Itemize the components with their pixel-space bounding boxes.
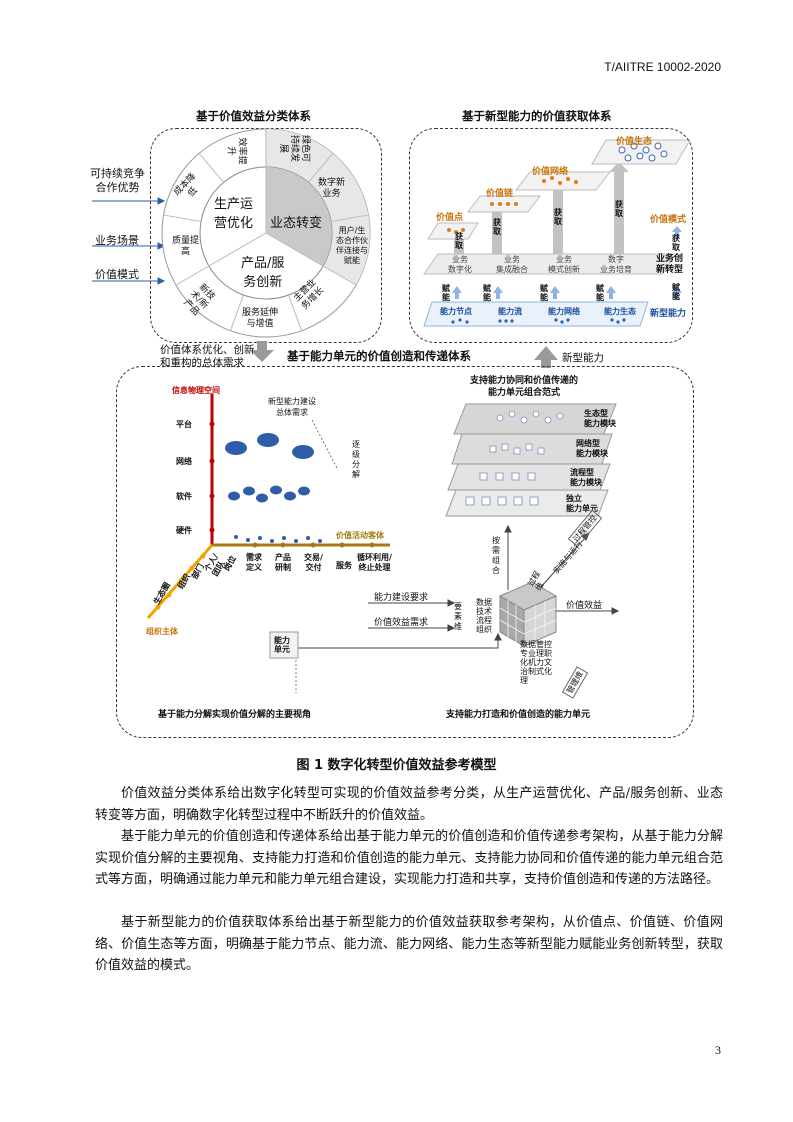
- input-competitive-advantage: 可持续竞争 合作优势: [90, 167, 145, 194]
- value-benefit-label: 价值效益: [566, 601, 603, 611]
- layer-hardware: 硬件: [176, 526, 192, 535]
- axis-activity: 价值活动客体: [336, 531, 384, 540]
- activity-2: 产品 研制: [275, 553, 291, 572]
- core-business-transform: 业态转变: [270, 216, 323, 231]
- cap-node: 能力节点: [440, 307, 472, 316]
- activity-5: 循环利用/ 终止处理: [357, 553, 392, 572]
- value-creation-title: 基于能力单元的价值创造和传递体系: [287, 349, 471, 363]
- ring-service-extension: 服务延伸 与增值: [242, 308, 279, 329]
- empower-1: 赋 能: [442, 284, 450, 302]
- empower-2: 赋 能: [483, 284, 491, 302]
- ring-efficiency: 效率提 升: [225, 137, 247, 165]
- document-code: T/AIITRE 10002-2020: [604, 60, 721, 74]
- value-acquisition-panel: [409, 128, 693, 343]
- paragraph-3: 基于新型能力的价值获取体系给出基于新型能力的价值效益获取参考架构，从价值点、价值…: [95, 915, 723, 973]
- cap-flow: 能力流: [498, 307, 522, 316]
- module-ecosystem: 生态型 能力模块: [584, 409, 616, 428]
- stack-title: 支持能力协同和价值传递的 能力单元组合范式: [470, 376, 579, 398]
- decomposition-axes: [146, 394, 390, 619]
- axis-cyber-physical: 信息物理空间: [172, 386, 220, 395]
- get-label-2: 获 取: [493, 218, 501, 236]
- cap-ecosystem: 能力生态: [604, 307, 636, 316]
- get-label-4: 获 取: [615, 200, 623, 218]
- value-acquisition-title: 基于新型能力的价值获取体系: [462, 109, 612, 123]
- level-value-chain: 价值链: [486, 189, 514, 199]
- right-business-innovation: 业务创 新转型: [656, 254, 684, 275]
- value-levels-graphic: [423, 139, 691, 327]
- get-label-3: 获 取: [554, 208, 562, 226]
- page-number: 3: [715, 1043, 721, 1057]
- on-demand-label: 按 需 组 合: [492, 536, 500, 575]
- req-value: 价值效益需求: [374, 618, 429, 628]
- module-network: 网络型 能力模块: [576, 439, 608, 458]
- input-business-scene: 业务场景: [95, 234, 139, 247]
- core-production-ops: 生产运 营优化: [214, 197, 254, 231]
- empower-3: 赋 能: [540, 284, 548, 302]
- axis-organization: 组织主体: [146, 627, 178, 636]
- activity-1: 需求 定义: [246, 553, 262, 572]
- ring-green: 绿色可 持续发 展: [278, 135, 310, 163]
- element-dim: 要 素 维: [454, 602, 462, 631]
- decomposition-bubbles: [225, 433, 322, 543]
- module-independent: 独立 能力单元: [566, 494, 598, 513]
- business-digital: 业务 数字化: [448, 255, 472, 274]
- decompose-label: 逐 级 分 解: [352, 440, 360, 479]
- right-block-caption: 支持能力打造和价值创造的能力单元: [446, 710, 591, 720]
- paragraph-2: 基于能力单元的价值创造和传递体系给出基于能力单元的价值创造和价值传递参考架构，从…: [95, 829, 723, 887]
- layer-platform: 平台: [176, 420, 192, 429]
- level-value-point: 价值点: [436, 213, 464, 223]
- figure-caption: 图 1 数字化转型价值效益参考模型: [296, 758, 497, 773]
- management-items: 数据管控 专业理职 化机力文 治制式化 理: [520, 640, 552, 685]
- right-empower: 赋 能: [672, 283, 680, 301]
- layer-software: 软件: [176, 492, 192, 501]
- ring-ecosystem: 用户/生 态合作伙 伴连接与 赋能: [336, 226, 368, 265]
- activity-3: 交易/ 交付: [304, 553, 323, 572]
- ring-digital-business: 数字新 业务: [318, 178, 346, 199]
- capability-demand-note: 新型能力建设 总体需求: [268, 397, 316, 417]
- layer-network: 网络: [176, 457, 192, 466]
- module-process: 流程型 能力模块: [570, 468, 602, 487]
- business-integration: 业务 集成融合: [496, 255, 528, 274]
- activity-4: 服务: [336, 561, 352, 570]
- capability-cube: [498, 581, 558, 647]
- ring-quality: 质量提 高: [172, 236, 200, 257]
- input-value-mode: 价值模式: [95, 268, 139, 281]
- level-value-network: 价值网络: [532, 167, 569, 177]
- paragraph-1: 价值效益分类体系给出数字化转型可实现的价值效益参考分类，从生产运营优化、产品/服…: [95, 786, 723, 823]
- get-label-1: 获 取: [455, 232, 463, 250]
- right-value-mode: 价值模式: [650, 215, 687, 225]
- value-wheel: [161, 128, 371, 338]
- core-product-service: 产品/服 务创新: [241, 256, 285, 290]
- left-block-caption: 基于能力分解实现价值分解的主要视角: [158, 710, 312, 720]
- capability-unit-box: 能力 单元: [274, 636, 290, 654]
- empower-4: 赋 能: [596, 284, 604, 302]
- req-capability: 能力建设要求: [374, 593, 429, 603]
- cap-network: 能力网络: [548, 307, 580, 316]
- level-value-ecosystem: 价值生态: [616, 137, 653, 147]
- new-capability-note: 新型能力: [562, 352, 604, 364]
- value-classification-title: 基于价值效益分类体系: [196, 109, 311, 123]
- element-dims-list: 数据 技术 流程 组织: [476, 598, 492, 634]
- value-creation-panel: [116, 366, 694, 738]
- right-new-capability: 新型能力: [650, 309, 687, 319]
- business-cultivation: 数字 业务培育: [600, 255, 632, 274]
- right-get: 获 取: [672, 234, 680, 252]
- business-model-innovation: 业务 模式创新: [548, 255, 580, 274]
